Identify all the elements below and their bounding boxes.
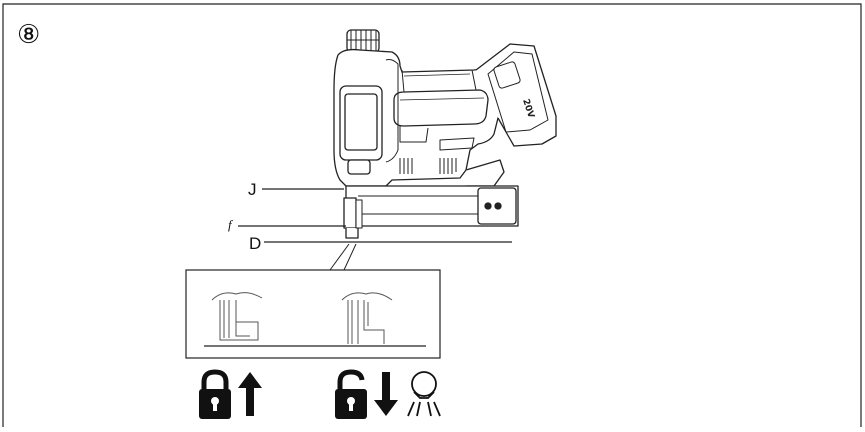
light-on-icon <box>407 371 441 417</box>
vent-ribs <box>399 158 457 174</box>
arrow-down-icon <box>374 372 398 416</box>
magazine <box>345 185 519 227</box>
nose-raised-detail <box>211 292 263 341</box>
nose-lowered-detail <box>341 292 393 344</box>
label-f: f <box>228 217 232 232</box>
detail-inset <box>185 269 441 359</box>
unlocked-padlock-icon <box>335 369 367 419</box>
leader-lines <box>238 188 512 243</box>
arrow-up-icon <box>238 372 262 416</box>
callout-left <box>329 243 350 271</box>
detail-box <box>185 269 441 359</box>
label-d: D <box>249 234 262 253</box>
nailer-tool: 20V <box>333 29 557 239</box>
nose-contact-trip <box>343 197 363 239</box>
step-number: ⑧ <box>17 20 41 50</box>
label-j: J <box>248 180 257 199</box>
figure-border <box>2 3 862 427</box>
locked-padlock-icon <box>199 369 231 419</box>
depth-knob <box>346 29 380 53</box>
battery-pack: 20V <box>475 43 557 147</box>
callout-lines <box>329 243 357 271</box>
callout-right <box>343 243 357 271</box>
